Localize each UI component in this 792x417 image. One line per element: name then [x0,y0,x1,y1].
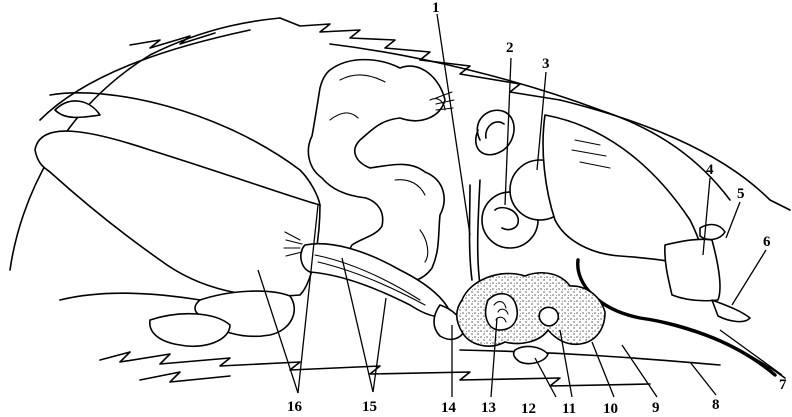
label-7: 7 [779,377,787,393]
label-9: 9 [652,400,660,416]
label-12: 12 [521,401,536,417]
label-4: 4 [706,162,714,178]
posterior-lobes [35,93,320,346]
label-13: 13 [481,400,496,416]
label-5: 5 [737,186,745,202]
label-8: 8 [712,397,720,413]
label-11: 11 [562,401,576,417]
ventral-lobe [514,347,548,364]
label-14: 14 [441,400,457,416]
label-16: 16 [287,399,303,415]
label-10: 10 [603,401,618,417]
label-15: 15 [362,399,377,415]
label-2: 2 [506,40,514,56]
label-6: 6 [763,234,771,250]
label-1: 1 [432,0,440,16]
label-3: 3 [542,56,550,72]
